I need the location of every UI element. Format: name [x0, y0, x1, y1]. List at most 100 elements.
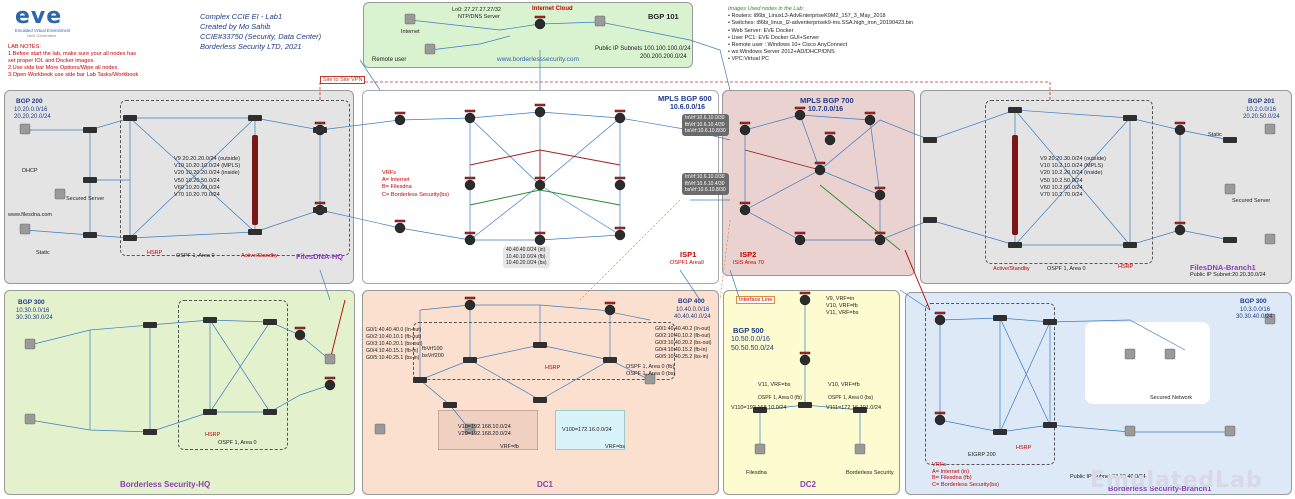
router-icon[interactable] — [794, 109, 806, 121]
router-icon[interactable] — [1174, 124, 1186, 136]
host-icon[interactable] — [24, 338, 36, 350]
router-icon[interactable] — [799, 354, 811, 366]
bs-hq-name: Borderless Security-HQ — [120, 480, 211, 489]
switch-icon[interactable] — [993, 315, 1007, 321]
router-icon[interactable] — [614, 179, 626, 191]
host-icon[interactable] — [374, 423, 386, 435]
host-icon[interactable] — [1124, 425, 1136, 437]
switch-icon[interactable] — [263, 319, 277, 325]
host-icon[interactable] — [464, 423, 476, 435]
switch-icon[interactable] — [248, 229, 262, 235]
router-icon[interactable] — [1174, 224, 1186, 236]
router-icon[interactable] — [294, 329, 306, 341]
switch-icon[interactable] — [1008, 107, 1022, 113]
router-icon[interactable] — [864, 114, 876, 126]
switch-icon[interactable] — [1123, 242, 1137, 248]
router-icon[interactable] — [614, 112, 626, 124]
switch-icon[interactable] — [1223, 137, 1237, 143]
switch-icon[interactable] — [143, 322, 157, 328]
dc2-bgp: BGP 500 — [733, 326, 764, 335]
vrf-line: InVrf:10.6.10.0/30 — [685, 174, 725, 180]
switch-icon[interactable] — [853, 407, 867, 413]
host-icon[interactable] — [754, 443, 766, 455]
router-icon[interactable] — [824, 134, 836, 146]
router-icon[interactable] — [464, 299, 476, 311]
host-icon[interactable] — [54, 188, 66, 200]
host-icon[interactable] — [854, 443, 866, 455]
switch-icon[interactable] — [1043, 319, 1057, 325]
switch-icon[interactable] — [203, 317, 217, 323]
router-icon[interactable] — [534, 179, 546, 191]
host-icon[interactable] — [1264, 123, 1276, 135]
router-icon[interactable] — [464, 112, 476, 124]
switch-icon[interactable] — [798, 402, 812, 408]
host-icon[interactable] — [19, 123, 31, 135]
switch-icon[interactable] — [313, 207, 327, 213]
switch-icon[interactable] — [1043, 422, 1057, 428]
router-icon[interactable] — [614, 229, 626, 241]
switch-icon[interactable] — [248, 115, 262, 121]
router-icon[interactable] — [794, 234, 806, 246]
router-icon[interactable] — [739, 124, 751, 136]
switch-icon[interactable] — [463, 357, 477, 363]
router-icon[interactable] — [464, 179, 476, 191]
switch-icon[interactable] — [993, 429, 1007, 435]
hq-net1: 10.20.0.0/16 — [14, 107, 48, 113]
router-icon[interactable] — [874, 234, 886, 246]
router-icon[interactable] — [394, 222, 406, 234]
switch-icon[interactable] — [443, 402, 457, 408]
router-icon[interactable] — [534, 234, 546, 246]
switch-icon[interactable] — [603, 357, 617, 363]
switch-icon[interactable] — [1223, 237, 1237, 243]
host-icon[interactable] — [644, 373, 656, 385]
switch-icon[interactable] — [313, 127, 327, 133]
router-icon[interactable] — [464, 234, 476, 246]
switch-icon[interactable] — [923, 217, 937, 223]
switch-icon[interactable] — [753, 407, 767, 413]
images-used-item: • VPC:Virtual PC — [728, 56, 769, 63]
hq-zone-name: FilesDNA-HQ — [296, 252, 344, 261]
dc1-route: G0/4:10.40.15.2 (fb-in) — [655, 347, 708, 353]
host-icon[interactable] — [1224, 425, 1236, 437]
host-icon[interactable] — [424, 43, 436, 55]
router-icon[interactable] — [799, 294, 811, 306]
switch-icon[interactable] — [123, 235, 137, 241]
router-icon[interactable] — [874, 189, 886, 201]
switch-icon[interactable] — [83, 127, 97, 133]
host-icon[interactable] — [594, 15, 606, 27]
switch-icon[interactable] — [83, 232, 97, 238]
switch-icon[interactable] — [203, 409, 217, 415]
router-status-bar — [464, 176, 476, 180]
host-icon[interactable] — [1124, 348, 1136, 360]
router-icon[interactable] — [324, 379, 336, 391]
host-icon[interactable] — [1264, 313, 1276, 325]
router-icon[interactable] — [739, 204, 751, 216]
vrf-legend-heading: VRFs — [382, 170, 396, 176]
router-icon[interactable] — [934, 414, 946, 426]
host-icon[interactable] — [404, 13, 416, 25]
router-icon[interactable] — [934, 314, 946, 326]
switch-icon[interactable] — [1123, 115, 1137, 121]
switch-icon[interactable] — [123, 115, 137, 121]
switch-icon[interactable] — [533, 397, 547, 403]
router-icon[interactable] — [814, 164, 826, 176]
host-icon[interactable] — [324, 353, 336, 365]
hq-dhcp: DHCP — [22, 168, 38, 174]
host-icon[interactable] — [1224, 183, 1236, 195]
switch-icon[interactable] — [263, 409, 277, 415]
host-icon[interactable] — [19, 223, 31, 235]
switch-icon[interactable] — [1008, 242, 1022, 248]
router-icon[interactable] — [604, 304, 616, 316]
switch-icon[interactable] — [143, 429, 157, 435]
dc1-route: G0/2:10.40.10.1 (fb-out) — [366, 334, 422, 340]
switch-icon[interactable] — [533, 342, 547, 348]
router-icon[interactable] — [534, 106, 546, 118]
router-icon[interactable] — [534, 18, 546, 30]
switch-icon[interactable] — [923, 137, 937, 143]
switch-icon[interactable] — [83, 177, 97, 183]
host-icon[interactable] — [24, 413, 36, 425]
host-icon[interactable] — [1264, 233, 1276, 245]
router-icon[interactable] — [394, 114, 406, 126]
switch-icon[interactable] — [413, 377, 427, 383]
host-icon[interactable] — [1164, 348, 1176, 360]
